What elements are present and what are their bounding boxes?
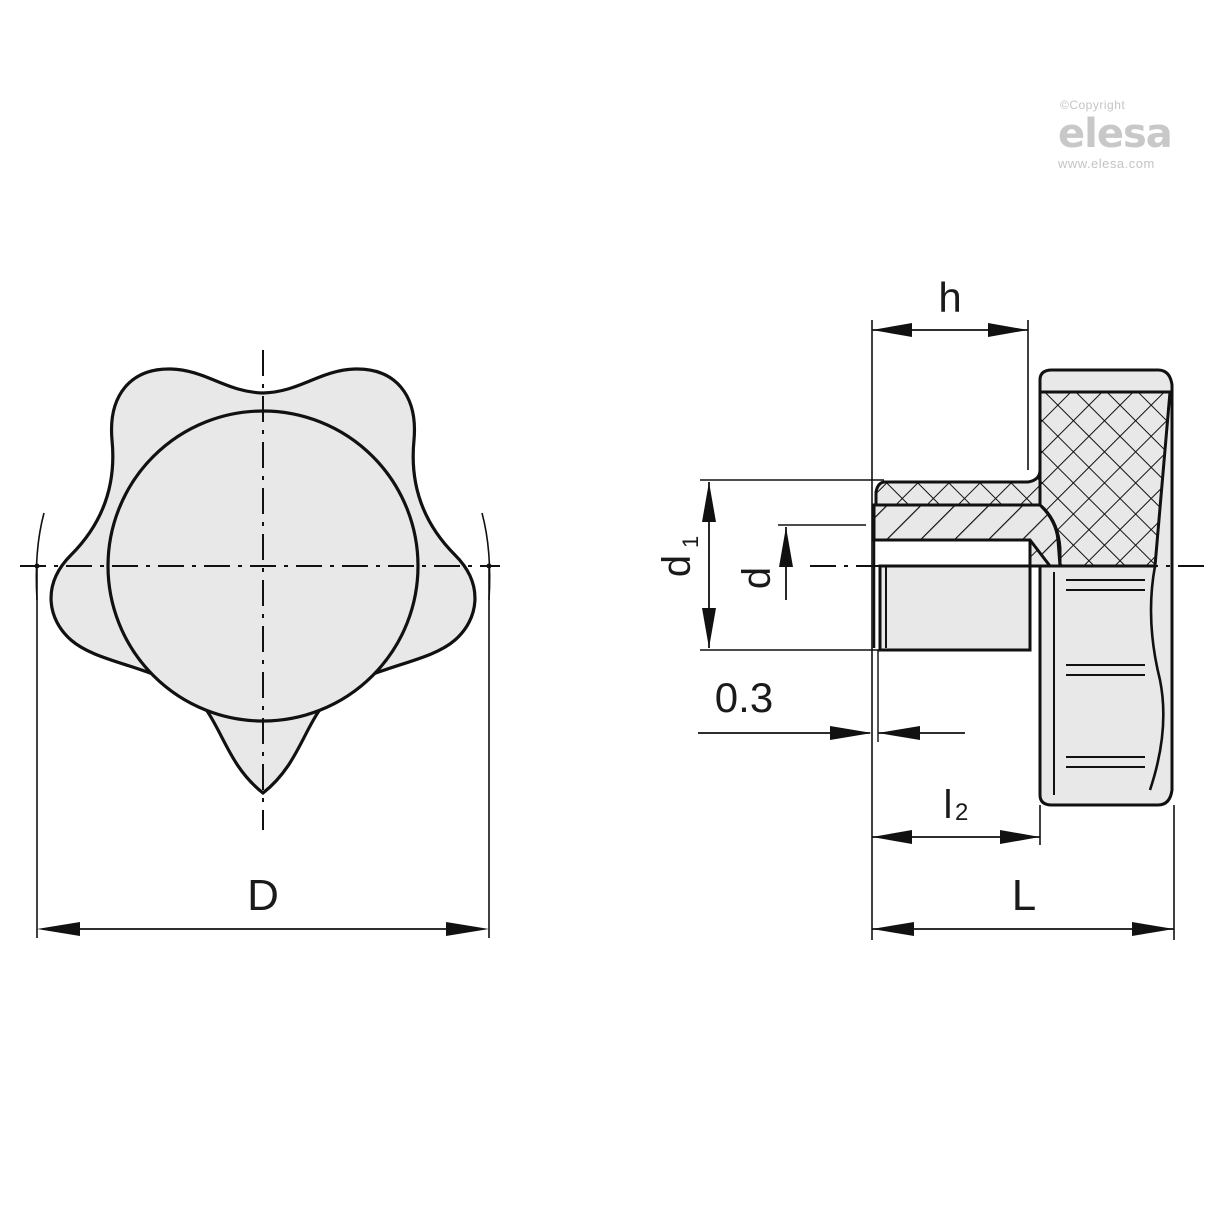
dimension-d-label: d: [735, 567, 779, 589]
dimension-D-label: D: [247, 871, 279, 920]
head-grip-grooves: [1053, 572, 1145, 795]
svg-text:l: l: [944, 783, 953, 827]
dimension-chamfer-label: 0.3: [715, 674, 773, 721]
hub-lower: [878, 564, 1032, 652]
svg-text:d: d: [735, 567, 779, 589]
bushing-section-hatch: [872, 503, 1062, 568]
dimension-h-label: h: [938, 274, 961, 321]
head-side-profile: [1148, 565, 1165, 791]
brand-logo: elesa: [1058, 111, 1173, 157]
dimension-d1-label: d 1: [655, 536, 703, 577]
dimension-L-label: L: [1012, 871, 1036, 920]
side-view: h d 1 d 0.3 l 2 L: [655, 274, 1205, 940]
website-url: www.elesa.com: [1058, 156, 1155, 171]
copyright-text: ©Copyright: [1060, 98, 1126, 112]
svg-text:d: d: [655, 555, 699, 577]
front-view: D: [20, 350, 500, 938]
elesa-watermark: ©Copyright elesa www.elesa.com: [1058, 98, 1208, 171]
dimension-l2-label: l 2: [944, 783, 969, 827]
svg-text:2: 2: [955, 799, 968, 826]
svg-text:1: 1: [678, 536, 703, 548]
